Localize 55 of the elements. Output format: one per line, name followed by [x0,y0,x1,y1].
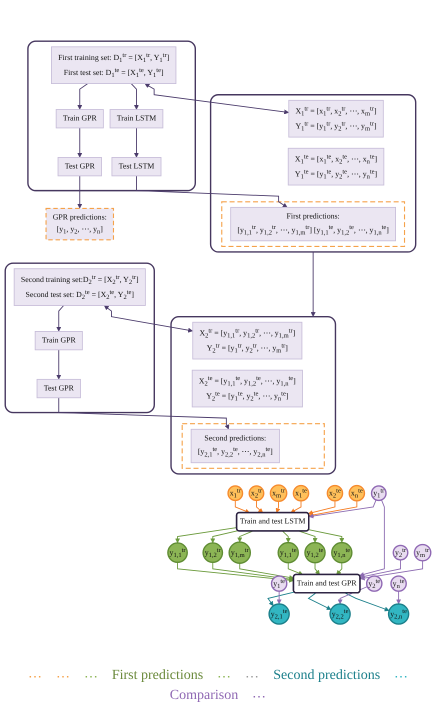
arrow [298,530,318,543]
arrow [175,527,238,544]
arrow [276,500,280,513]
arrow [344,592,390,612]
arrow [56,304,64,332]
arrow [359,499,385,577]
arrow [104,305,193,332]
arrow [256,500,264,513]
arrow [144,83,289,114]
arrow [136,175,288,208]
ellipsis: ⋯ [56,669,70,686]
ellipsis: ⋯ [252,689,266,706]
arrow [282,530,291,543]
arrow [308,500,336,515]
ellipsis: ⋯ [394,669,408,686]
arrow [360,559,401,579]
arrow [336,562,342,575]
arrow [396,590,402,604]
arrow [130,82,139,110]
arrow [134,127,139,158]
arrow [308,592,332,610]
arrow [177,562,294,582]
arrow [239,562,294,580]
arrow [276,590,282,604]
arrow [210,530,238,544]
arrow [308,499,376,518]
row-label: First predictions [112,668,204,685]
arrow [237,530,253,542]
ellipsis: ⋯ [28,669,42,686]
arrow [288,562,304,576]
cluster [27,40,196,192]
arrow [310,251,316,317]
ellipsis: ⋯ [84,669,98,686]
arrow [77,127,82,158]
arrow [234,500,250,514]
arrow [290,500,302,513]
arrow [77,82,88,110]
cluster [182,422,325,469]
cluster [170,316,336,474]
arrow [360,560,424,580]
cluster [4,262,155,414]
arrow [77,175,82,208]
ellipsis: ⋯ [217,669,232,686]
arrow [56,349,62,380]
row-label: Second predictions [273,668,380,685]
arrow [308,500,358,518]
arrow [267,592,295,606]
cluster [221,201,406,247]
arrow [58,397,230,430]
cluster [210,94,416,253]
arrow [308,529,344,543]
ellipsis: ⋯ [245,669,260,686]
arrow [212,562,294,582]
arrow [314,562,320,575]
comparison-label: Comparison [170,688,238,705]
